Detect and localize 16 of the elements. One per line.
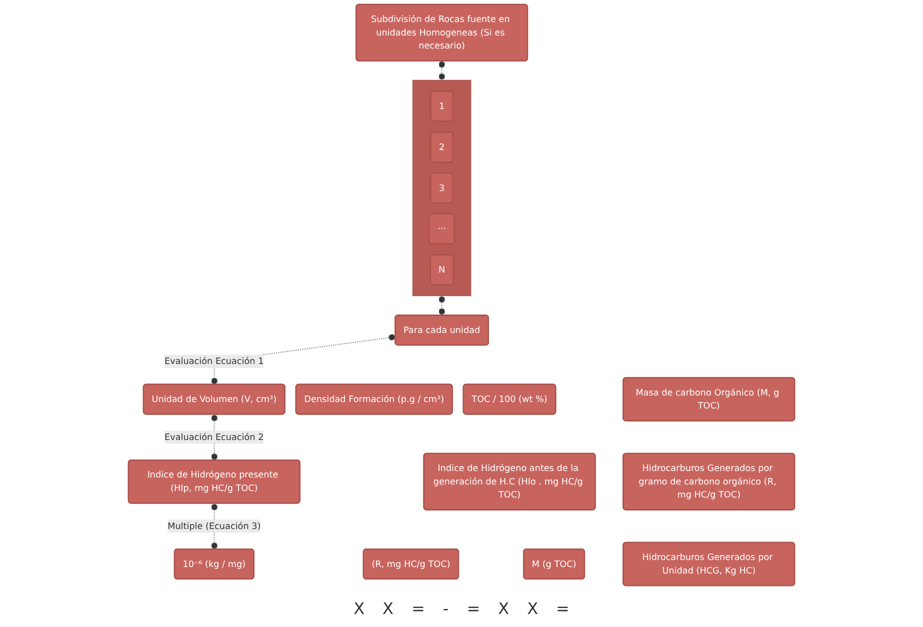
- operator-sign: X: [498, 599, 510, 618]
- cluster: [412, 80, 472, 296]
- edge-label: Multiple (Ecuación 3): [168, 520, 261, 532]
- connector: [438, 296, 446, 316]
- edge-label: Evaluación Ecuación 2: [164, 432, 264, 442]
- connector: [438, 60, 446, 80]
- edge-label: Evaluación Ecuación 1: [164, 356, 264, 366]
- operator-sign: X: [527, 599, 538, 618]
- operator-sign: =: [556, 599, 570, 618]
- operator-sign: -: [442, 599, 449, 618]
- connector: [211, 414, 218, 460]
- connector: [211, 503, 218, 550]
- operator-sign: X: [354, 599, 365, 618]
- operator-sign: X: [382, 599, 394, 618]
- operator-sign: =: [412, 599, 425, 618]
- operator-sign: =: [466, 599, 480, 618]
